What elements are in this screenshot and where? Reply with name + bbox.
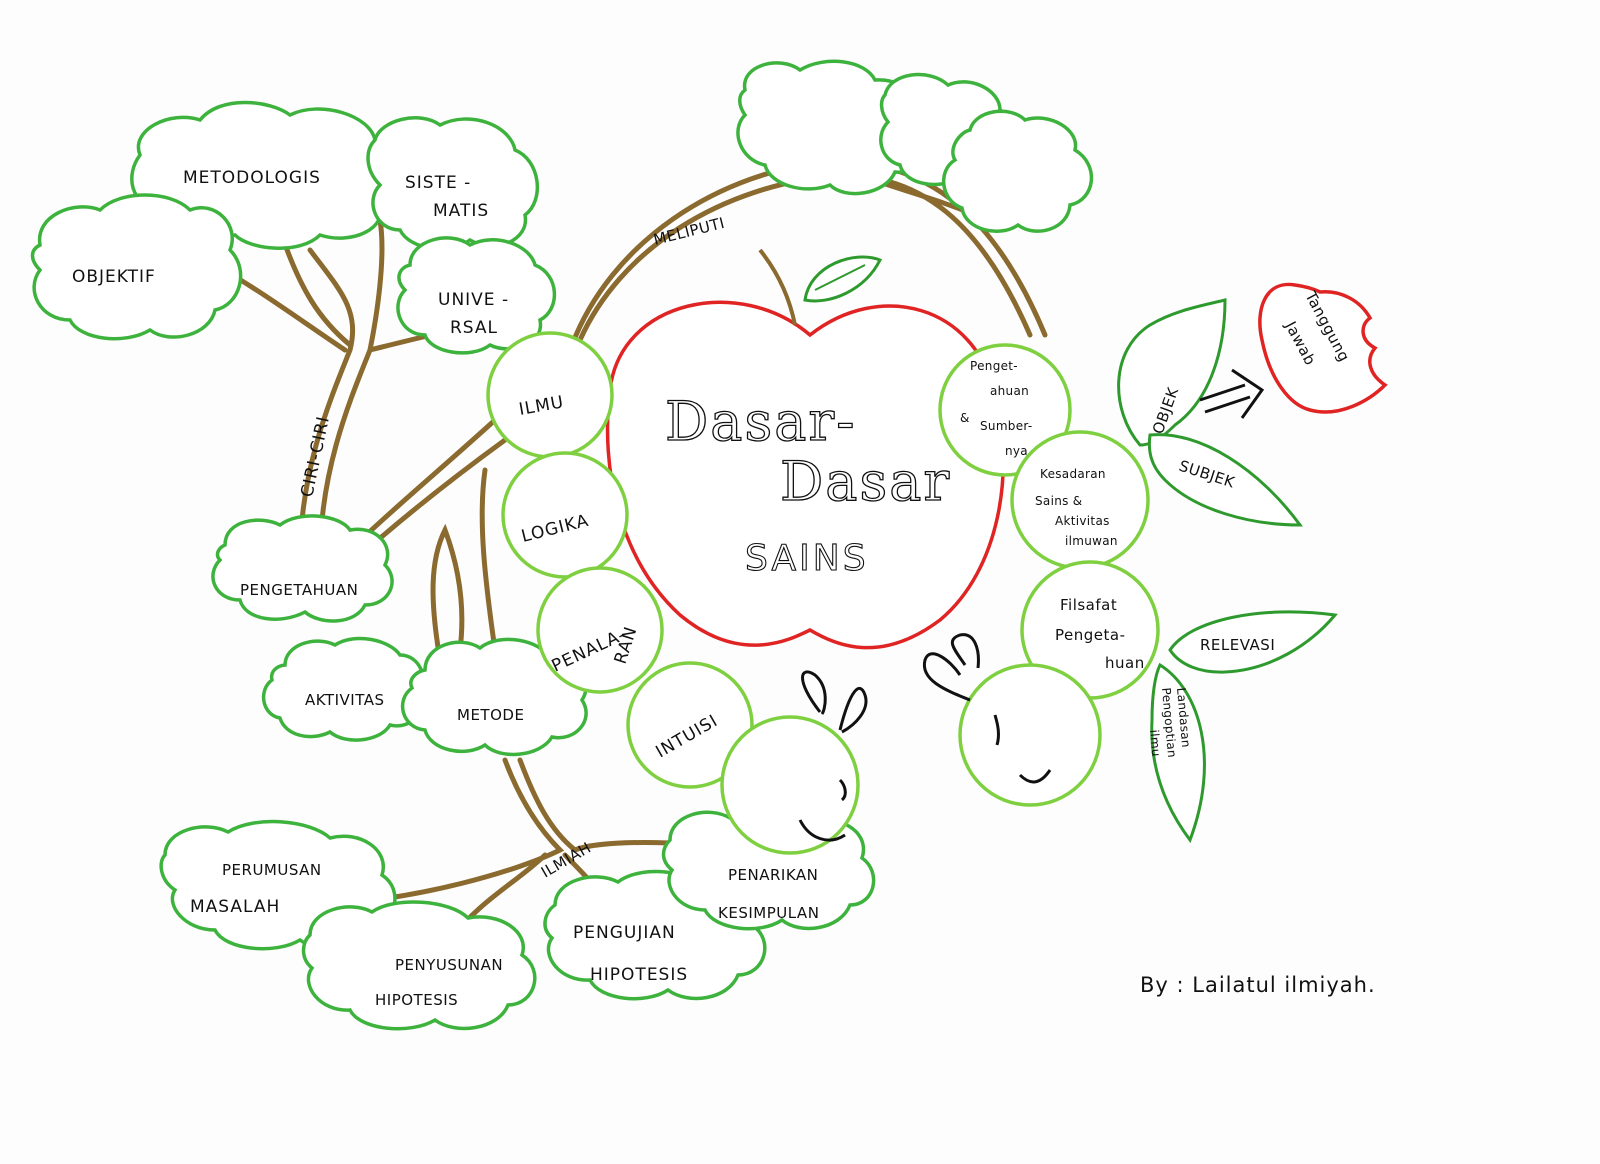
label-filsafat: Filsafat <box>1060 596 1117 614</box>
label-masalah: MASALAH <box>190 897 280 917</box>
cloud-sistematis <box>366 116 540 251</box>
right-caterpillar <box>922 343 1160 807</box>
cloud-aktivitas <box>261 636 425 742</box>
leaves <box>1117 298 1338 844</box>
author-credit: By : Lailatul ilmiyah. <box>1140 973 1376 997</box>
label-penget: Penget- <box>970 359 1018 373</box>
ring-penalaran <box>536 566 664 694</box>
leaf-landasan <box>1150 662 1206 844</box>
label-relevasi: RELEVASI <box>1200 636 1275 654</box>
ring-logika <box>501 451 629 579</box>
caterpillar-head-right <box>958 663 1102 807</box>
label-huan: huan <box>1105 654 1145 672</box>
label-pengujian-hipotesis: HIPOTESIS <box>590 965 688 985</box>
label-universal-1: UNIVE - <box>438 290 509 310</box>
top-foliage <box>736 59 1093 234</box>
label-pengetahuan: PENGETAHUAN <box>240 581 358 599</box>
label-landasan-2: Pengoptian <box>1159 687 1179 758</box>
label-sumber: Sumber- <box>980 419 1033 433</box>
tree-roots <box>159 804 876 1031</box>
caterpillar-head-left <box>720 715 860 855</box>
label-landasan-3: ilmu <box>1147 729 1163 757</box>
label-kesimpulan: KESIMPULAN <box>718 904 819 922</box>
title-line-1: Dasar- <box>665 390 856 453</box>
label-ahuan: ahuan <box>990 384 1029 398</box>
cloud-pengetahuan <box>211 514 394 623</box>
label-pengujian: PENGUJIAN <box>573 923 676 943</box>
label-metode: METODE <box>457 706 524 724</box>
bitten-apple <box>1258 282 1388 414</box>
label-ilmuwan: ilmuwan <box>1065 534 1118 548</box>
label-sistematis-1: SISTE - <box>405 173 471 193</box>
label-penyusunan-hipotesis: HIPOTESIS <box>375 991 458 1009</box>
leaf-subjek <box>1147 433 1303 527</box>
cloud-metode <box>400 637 588 757</box>
title-line-3: SAINS <box>745 538 869 579</box>
ring-intuisi <box>626 661 754 789</box>
cloud-penyusunan <box>301 900 537 1031</box>
label-metodologis: METODOLOGIS <box>183 168 321 188</box>
label-landasan-1: Landasan <box>1174 687 1193 748</box>
leaf-relevasi <box>1168 610 1338 674</box>
label-aktivitas-r: Aktivitas <box>1055 514 1110 528</box>
left-caterpillar <box>486 331 868 855</box>
arrow-to-apple <box>1199 368 1265 419</box>
ring-pengetahuan-sumber <box>938 343 1072 477</box>
label-sistematis-2: MATIS <box>433 201 489 221</box>
label-perumusan: PERUMUSAN <box>222 861 322 879</box>
title-line-2: Dasar <box>780 450 951 513</box>
label-objektif: OBJEKTIF <box>72 267 156 287</box>
label-aktivitas: AKTIVITAS <box>305 691 385 709</box>
label-universal-2: RSAL <box>450 318 498 338</box>
label-ampersand: & <box>960 411 970 425</box>
tree-crown <box>30 100 588 757</box>
label-kesadaran: Kesadaran <box>1040 467 1106 481</box>
leaf-objek <box>1117 298 1227 447</box>
label-nya: nya <box>1005 444 1028 458</box>
cloud-objektif <box>30 193 243 341</box>
label-sains-amp: Sains & <box>1035 494 1082 508</box>
label-pengeta: Pengeta- <box>1055 626 1125 644</box>
label-penarikan: PENARIKAN <box>728 866 818 884</box>
label-penyusunan: PENYUSUNAN <box>395 956 503 974</box>
